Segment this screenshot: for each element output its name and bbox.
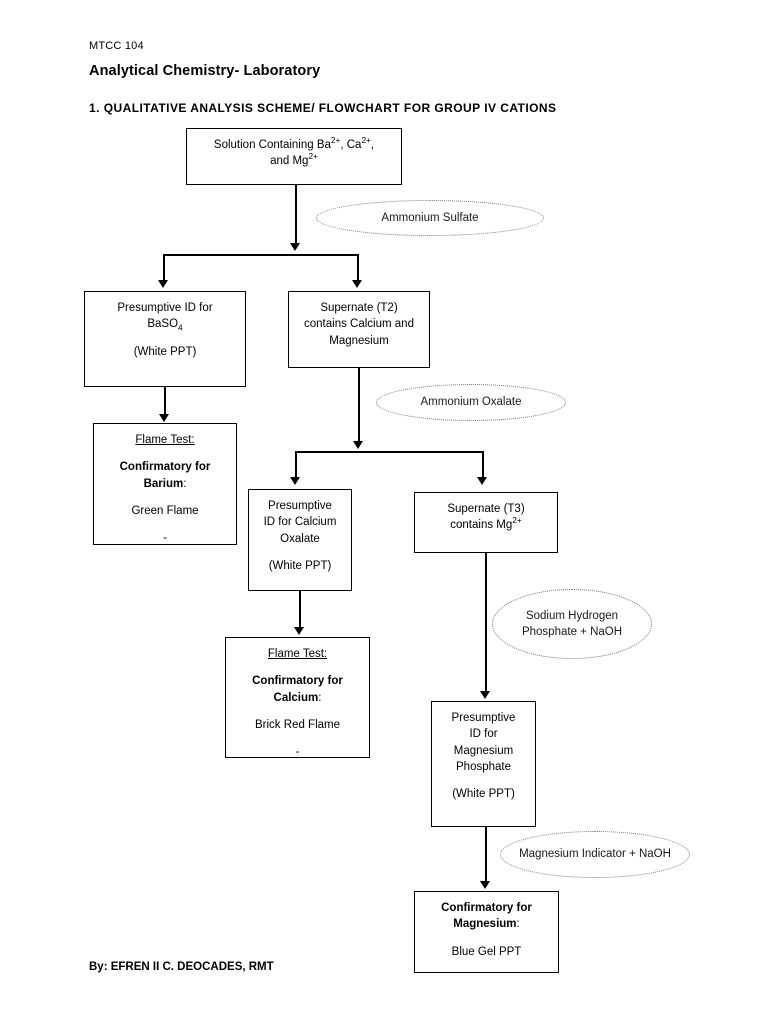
node-line: Blue Gel PPT (451, 945, 522, 958)
arrowhead-start-down (290, 243, 300, 251)
node-line: (White PPT) (133, 345, 197, 358)
node-flame-test-calcium: Flame Test: Confirmatory for Calcium: Br… (225, 637, 370, 758)
node-presumptive-id-magnesium-phosphate: Presumptive ID for Magnesium Phosphate (… (431, 701, 536, 827)
reagent-label: Magnesium Indicator + NaOH (505, 846, 685, 862)
connector-split2-left (295, 451, 297, 478)
node-line: Confirmatory for (119, 461, 211, 474)
connector-baso4-down (164, 387, 166, 415)
node-line: Magnesium (329, 334, 389, 347)
reagent-line: Sodium Hydrogen (525, 609, 619, 622)
node-line: Supernate (T2) (320, 302, 398, 314)
spacer (255, 547, 345, 558)
node-line: Green Flame (131, 504, 199, 517)
spacer (421, 933, 552, 944)
arrowhead-to-calcium-oxalate (290, 477, 300, 485)
arrowhead-to-baso4 (158, 280, 168, 288)
spacer (438, 775, 529, 786)
node-line: ID for (469, 728, 498, 741)
connector-calcium-oxalate-down (299, 591, 301, 628)
node-line: (White PPT) (268, 559, 332, 572)
connector-start-down (295, 185, 297, 244)
node-line: Brick Red Flame (255, 718, 340, 731)
node-line: Oxalate (280, 532, 320, 545)
spacer (91, 333, 239, 344)
reagent-magnesium-indicator-naoh: Magnesium Indicator + NaOH (500, 831, 690, 878)
node-line: - (163, 532, 167, 545)
spacer (232, 662, 363, 673)
arrowhead-to-calcium-flame (294, 627, 304, 635)
author-credit: By: EFREN II C. DEOCADES, RMT (89, 961, 274, 973)
node-line: Magnesium: (453, 918, 520, 931)
course-code: MTCC 104 (89, 40, 144, 52)
node-line: Confirmatory for (252, 675, 343, 688)
node-supernate-t2: Supernate (T2) contains Calcium and Magn… (288, 291, 430, 368)
node-line: Barium: (143, 477, 187, 490)
connector-split-1 (163, 254, 359, 256)
node-line: BaSO4 (147, 318, 183, 333)
reagent-sodium-hydrogen-phosphate-naoh: Sodium Hydrogen Phosphate + NaOH (492, 589, 652, 659)
node-line: and Mg2+ (270, 152, 318, 168)
spacer (232, 706, 363, 717)
spacer (100, 519, 230, 530)
node-line: Phosphate (456, 760, 511, 773)
reagent-label: Ammonium Oxalate (420, 396, 522, 409)
node-line: contains Calcium and (304, 318, 414, 331)
section-heading: 1. QUALITATIVE ANALYSIS SCHEME/ FLOWCHAR… (89, 101, 557, 115)
node-line: Magnesium (453, 744, 514, 757)
node-solution-containing-cations: Solution Containing Ba2+, Ca2+, and Mg2+ (186, 128, 402, 185)
reagent-line: Magnesium Indicator + (519, 848, 636, 861)
connector-split2-right (482, 451, 484, 478)
connector-t2-down (358, 368, 360, 442)
reagent-line: NaOH (590, 626, 623, 638)
node-flame-test-barium: Flame Test: Confirmatory for Barium: Gre… (93, 423, 237, 545)
node-presumptive-id-calcium-oxalate: Presumptive ID for Calcium Oxalate (Whit… (248, 489, 352, 591)
reagent-line: NaOH (638, 848, 671, 861)
arrowhead-to-supernate-t3 (477, 477, 487, 485)
connector-split1-right (357, 254, 359, 281)
arrowhead-to-mg-phosphate (480, 691, 490, 699)
reagent-label: Sodium Hydrogen Phosphate + NaOH (493, 608, 651, 640)
reagent-label: Ammonium Sulfate (381, 211, 479, 224)
connector-t3-down (485, 553, 487, 692)
node-line-underlined: Flame Test: (267, 648, 328, 660)
author-credit-label: By: (89, 961, 108, 973)
node-line: Supernate (T3) (447, 503, 525, 515)
arrowhead-to-supernate-t2 (352, 280, 362, 288)
node-line-underlined: Flame Test: (135, 434, 195, 446)
arrowhead-t2-down (353, 441, 363, 449)
node-line: contains Mg2+ (450, 516, 522, 532)
node-line: Calcium: (273, 691, 322, 704)
node-supernate-t3: Supernate (T3) contains Mg2+ (414, 492, 558, 553)
arrowhead-to-barium-flame (159, 414, 169, 422)
node-line: Solution Containing Ba2+, Ca2+, (213, 136, 375, 151)
node-line: Presumptive ID for (117, 302, 213, 314)
reagent-line: Phosphate + (521, 626, 587, 638)
node-line: Confirmatory for (441, 902, 532, 914)
spacer (100, 492, 230, 503)
node-presumptive-id-baso4: Presumptive ID for BaSO4 (White PPT) (84, 291, 246, 387)
page-title: Analytical Chemistry- Laboratory (89, 63, 321, 79)
node-line: (White PPT) (452, 788, 515, 801)
connector-split-2 (295, 451, 484, 453)
reagent-ammonium-oxalate: Ammonium Oxalate (376, 384, 566, 421)
connector-mg-phosphate-down (485, 827, 487, 882)
reagent-ammonium-sulfate: Ammonium Sulfate (316, 200, 544, 236)
node-line: ID for Calcium (263, 516, 337, 529)
author-credit-name: EFREN II C. DEOCADES, RMT (110, 961, 274, 973)
spacer (100, 448, 230, 459)
connector-split1-left (163, 254, 165, 281)
node-line: Presumptive (451, 712, 516, 724)
node-line: - (295, 746, 300, 759)
arrowhead-to-magnesium-confirm (480, 881, 490, 889)
spacer (232, 733, 363, 744)
node-line: Presumptive (268, 500, 332, 512)
node-confirmatory-magnesium: Confirmatory for Magnesium: Blue Gel PPT (414, 891, 559, 973)
